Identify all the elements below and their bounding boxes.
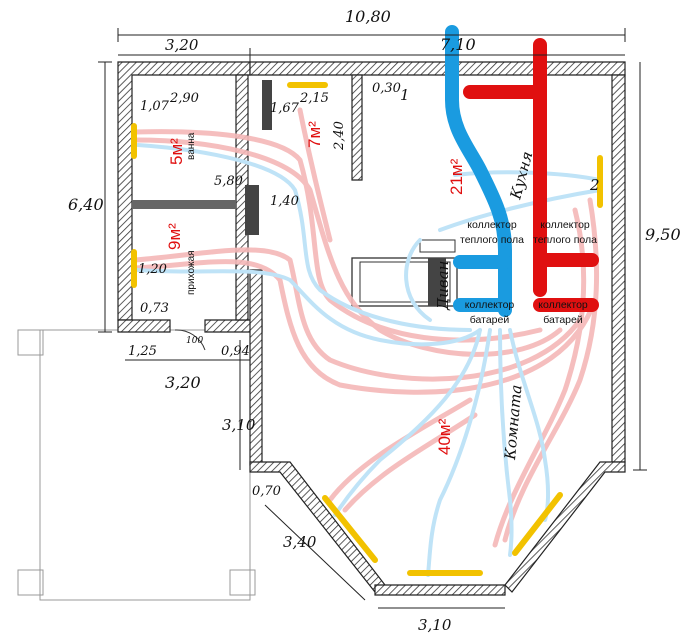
- cold-floor-manifold-label: коллектор теплого пола: [460, 219, 524, 246]
- area-labels: 5м² 7м² 9м² 21м² 40м²: [165, 121, 466, 455]
- dim-room-top-left: 2,90: [169, 91, 199, 106]
- dim-entrance-right: 0,94: [221, 344, 250, 359]
- manifold-labels: коллектор теплого пола коллектор теплого…: [460, 219, 597, 326]
- dim-left-block: 3,20: [165, 36, 199, 54]
- area-living: 40м²: [435, 418, 454, 455]
- bath-label: ванна: [186, 132, 197, 160]
- sofa-label: Диван: [434, 261, 452, 311]
- cold-radiator-manifold-label: коллектор батарей: [464, 299, 515, 326]
- dim-door-left: 0,73: [140, 301, 169, 316]
- dim-small-gap: 0,30: [372, 81, 401, 96]
- dim-window-right: 2: [589, 176, 600, 194]
- dim-overall-width: 10,80: [345, 7, 391, 26]
- dim-corridor-top: 2,15: [299, 91, 329, 106]
- dim-bath-width: 1,07: [140, 99, 170, 114]
- dim-bay-side: 3,40: [283, 533, 317, 551]
- dim-corridor-width: 1,67: [270, 101, 300, 116]
- dim-right-height: 9,50: [645, 225, 681, 244]
- floor-loops-pink: [132, 107, 600, 548]
- dimension-lines: [98, 28, 647, 609]
- dim-bay-bottom: 3,10: [418, 616, 452, 634]
- hot-radiator-manifold-label: коллектор батарей: [538, 299, 588, 326]
- area-corridor: 7м²: [305, 121, 324, 148]
- dim-partition-2: 1,40: [270, 194, 299, 209]
- floor-loops-blue: [136, 143, 602, 577]
- area-bath: 5м²: [167, 138, 186, 165]
- dim-entrance-width: 1,25: [128, 344, 157, 359]
- cold-supply-pipes: [445, 25, 512, 317]
- area-hall: 9м²: [165, 223, 184, 250]
- dim-left-height: 6,40: [68, 195, 104, 214]
- dim-bottom-left: 3,20: [165, 373, 201, 392]
- hot-floor-manifold-label: коллектор теплого пола: [533, 219, 597, 246]
- terrace-outline: [17, 329, 256, 601]
- dim-window-left: 1,20: [138, 262, 167, 277]
- living-label: Комната: [501, 384, 526, 461]
- kitchen-label: Кухня: [506, 149, 536, 202]
- radiators: [131, 82, 603, 576]
- dim-window-small: 1: [400, 86, 410, 104]
- dim-room-left-height: 3,10: [222, 416, 256, 434]
- hall-label: прихожая: [186, 250, 197, 295]
- dim-partition-1: 5,80: [214, 174, 243, 189]
- sofa: Диван: [351, 239, 458, 311]
- hot-supply-pipes: [463, 38, 599, 312]
- area-kitchen: 21м²: [447, 158, 466, 195]
- dimension-labels: 10,80 3,20 7,10 2,90 1,07 1,67 2,15 0,30…: [68, 7, 681, 634]
- dim-right-block: 7,10: [440, 35, 476, 54]
- dim-bay-offset: 0,70: [252, 484, 281, 499]
- dim-kitchen-depth: 2,40: [332, 121, 347, 151]
- dim-door-opening: 100: [186, 336, 203, 346]
